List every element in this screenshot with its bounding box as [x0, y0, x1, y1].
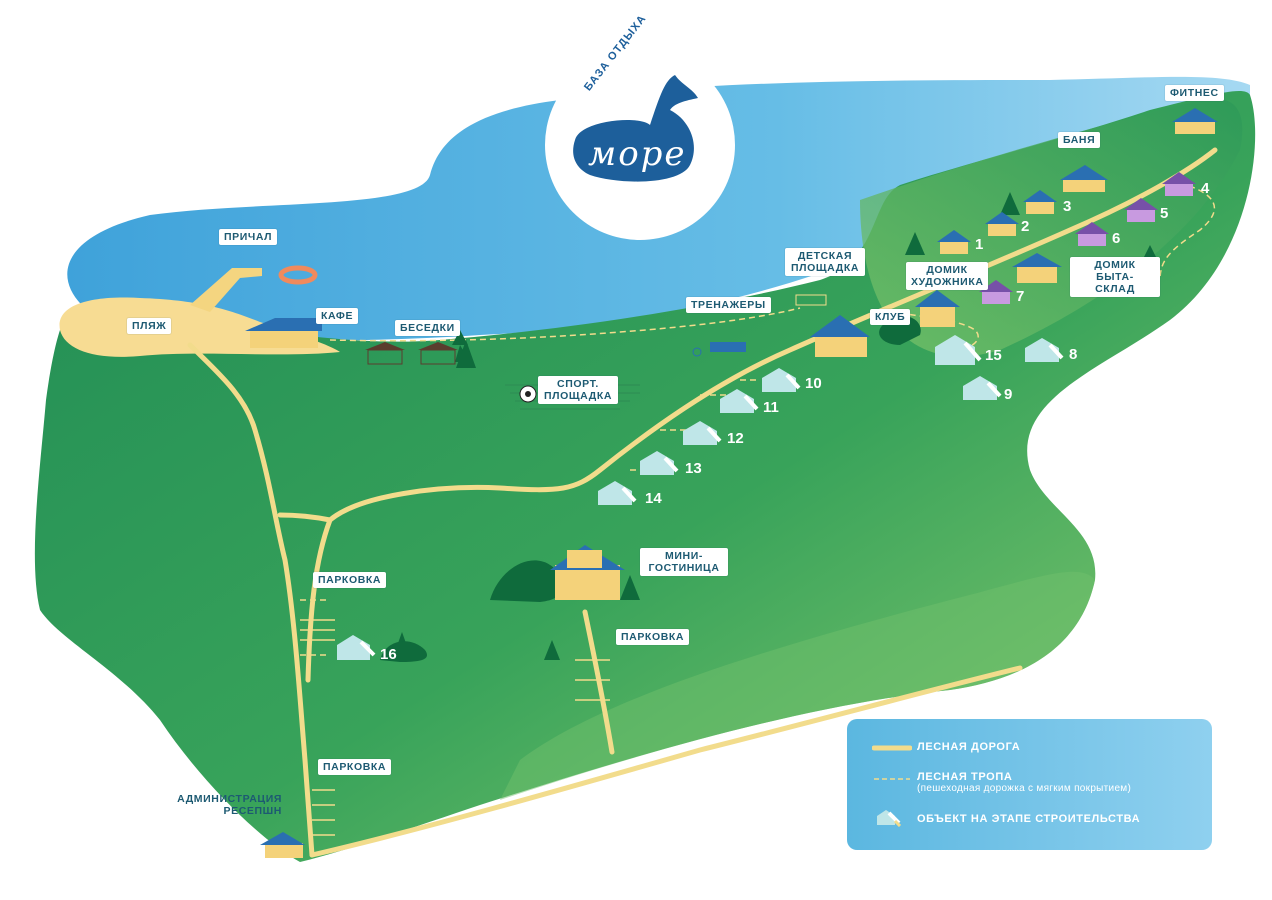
- legend-construction: ОБЪЕКТ НА ЭТАПЕ СТРОИТЕЛЬСТВА: [917, 813, 1141, 825]
- fitness-building: [1172, 108, 1218, 134]
- label-parking-south: ПАРКОВКА: [318, 759, 392, 775]
- trail-legend-icon: [874, 778, 910, 780]
- logo: [545, 50, 735, 240]
- buoy: [278, 265, 318, 285]
- buildings-built: [245, 108, 1218, 858]
- house-number-2: 2: [1021, 218, 1030, 235]
- road-legend-icon: [872, 745, 912, 751]
- house-number-11: 11: [763, 399, 779, 416]
- artist-house: [915, 290, 960, 327]
- sauna-building: [1060, 165, 1108, 192]
- admin-building: [260, 832, 305, 858]
- land-highlight: [860, 98, 1243, 357]
- label-playground: ДЕТСКАЯ ПЛОЩАДКА: [785, 248, 865, 276]
- legend-trail: ЛЕСНАЯ ТРОПА (пешеходная дорожка с мягки…: [917, 771, 1131, 794]
- house-number-16: 16: [380, 646, 397, 663]
- utility-house: [1012, 253, 1062, 283]
- legend: ЛЕСНАЯ ДОРОГА ЛЕСНАЯ ТРОПА (пешеходная д…: [847, 719, 1212, 850]
- label-administration: АДМИНИСТРАЦИЯ РЕСЕПШН: [177, 793, 282, 817]
- label-mini-hotel: МИНИ- ГОСТИНИЦА: [640, 548, 728, 576]
- legend-road: ЛЕСНАЯ ДОРОГА: [917, 741, 1021, 753]
- house-number-14: 14: [645, 490, 662, 507]
- label-parking-west: ПАРКОВКА: [313, 572, 387, 588]
- trainers-icon: [692, 342, 746, 357]
- house-number-1: 1: [975, 236, 984, 253]
- house-number-3: 3: [1063, 198, 1072, 215]
- label-pier: ПРИЧАЛ: [219, 229, 278, 245]
- parking-stripes: [300, 619, 610, 836]
- label-fitness: ФИТНЕС: [1165, 85, 1224, 101]
- label-parking-center: ПАРКОВКА: [616, 629, 690, 645]
- house-number-8: 8: [1069, 346, 1078, 363]
- legend-trail-label: ЛЕСНАЯ ТРОПА: [917, 771, 1013, 783]
- mini-hotel-building: [550, 545, 625, 600]
- construction-legend-icon: [877, 810, 901, 827]
- label-utility-house: ДОМИК БЫТА- СКЛАД: [1070, 257, 1160, 297]
- label-sport: СПОРТ. ПЛОЩАДКА: [538, 376, 618, 404]
- house-number-6: 6: [1112, 230, 1121, 247]
- legend-trail-note: (пешеходная дорожка с мягким покрытием): [917, 783, 1132, 794]
- pier: [190, 268, 262, 312]
- houses-under-construction: [337, 335, 1064, 660]
- house-number-12: 12: [727, 430, 744, 447]
- label-cafe: КАФЕ: [316, 308, 359, 324]
- logo-name: море: [588, 134, 687, 174]
- label-sauna: БАНЯ: [1058, 132, 1101, 148]
- house-number-5: 5: [1160, 205, 1169, 222]
- forest-roads: [187, 147, 1218, 858]
- house-number-15: 15: [985, 347, 1002, 364]
- playground-icon: [795, 294, 827, 306]
- cafe-building: [245, 318, 322, 348]
- house-number-7: 7: [1016, 288, 1025, 305]
- cottages-built: [937, 172, 1196, 304]
- label-gazebos: БЕСЕДКИ: [395, 320, 460, 336]
- gazebo-1: [365, 342, 405, 365]
- house-number-10: 10: [805, 375, 822, 392]
- house-number-13: 13: [685, 460, 702, 477]
- club-building: [810, 315, 870, 357]
- whale-icon: [573, 75, 698, 182]
- label-club: КЛУБ: [870, 309, 911, 325]
- gazebo-2: [418, 342, 458, 365]
- house-number-4: 4: [1201, 180, 1210, 197]
- label-beach: ПЛЯЖ: [127, 318, 172, 334]
- label-trainers: ТРЕНАЖЕРЫ: [686, 297, 771, 313]
- forest-shade: [500, 571, 1095, 800]
- house-number-9: 9: [1004, 386, 1013, 403]
- label-artist-house: ДОМИК ХУДОЖНИКА: [906, 262, 988, 290]
